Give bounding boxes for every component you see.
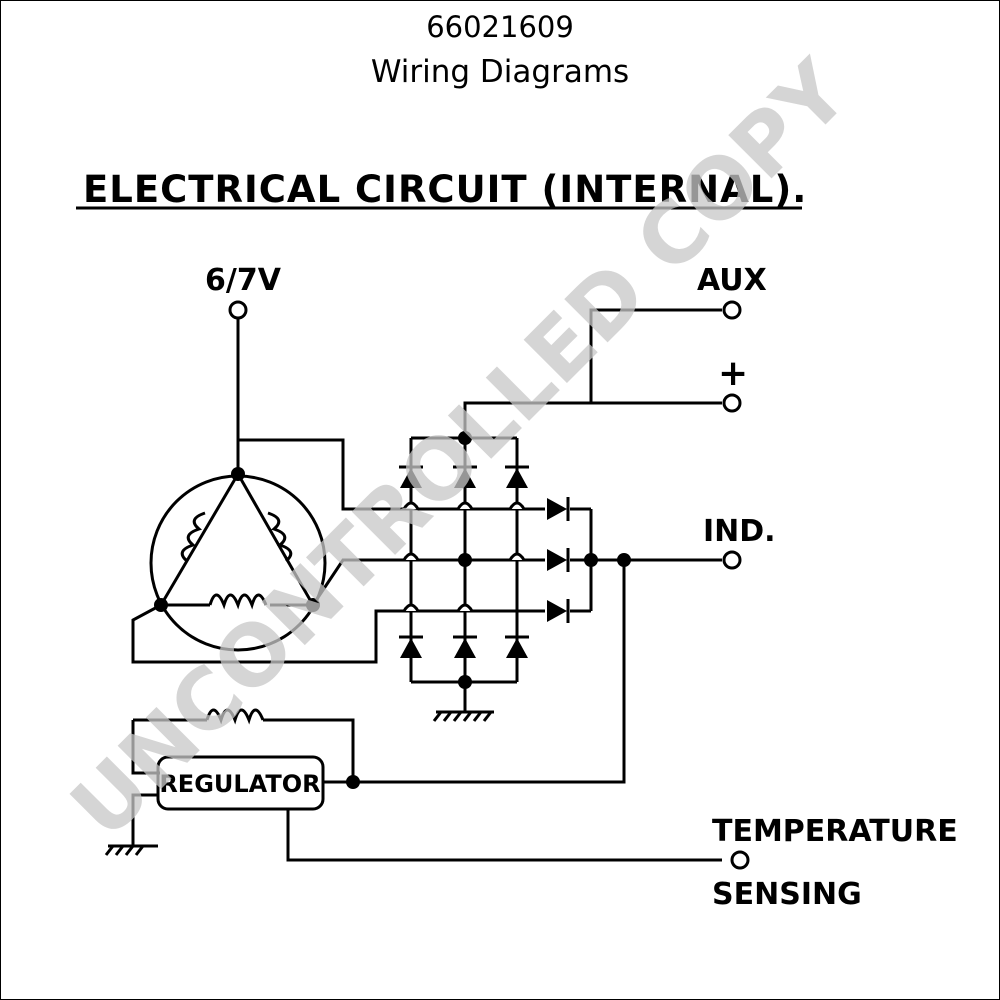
terminal-ind — [722, 550, 742, 570]
circuit-title: ELECTRICAL CIRCUIT (INTERNAL). — [83, 168, 807, 211]
terminal-label-6-7v: 6/7V — [205, 263, 282, 298]
diode-lower-1 — [397, 635, 425, 660]
document-subtitle: Wiring Diagrams — [370, 54, 630, 90]
regulator-label: REGULATOR — [159, 770, 320, 798]
diode-lower-2 — [451, 635, 479, 660]
terminal-temperature-sensing — [730, 850, 750, 870]
uncontrolled-copy-watermark: UNCONTROLLED COPY — [52, 41, 867, 856]
terminal-label-sensing: SENSING — [712, 877, 862, 912]
diode-aux-1 — [545, 495, 570, 523]
terminal-6-7v — [228, 300, 248, 320]
document-code: 66021609 — [426, 10, 574, 44]
terminal-plus — [722, 393, 742, 413]
wire-crossovers — [402, 501, 526, 612]
junction-dots — [154, 431, 631, 789]
diode-lower-3 — [503, 635, 531, 660]
terminal-label-aux: AUX — [697, 263, 767, 298]
diode-aux-3 — [545, 597, 570, 625]
terminal-label-plus: + — [718, 353, 748, 394]
diode-upper-3 — [503, 465, 531, 490]
diode-aux-2 — [545, 546, 570, 574]
terminal-aux — [722, 300, 742, 320]
terminal-label-temperature: TEMPERATURE — [712, 814, 958, 849]
terminal-label-ind: IND. — [703, 514, 776, 549]
